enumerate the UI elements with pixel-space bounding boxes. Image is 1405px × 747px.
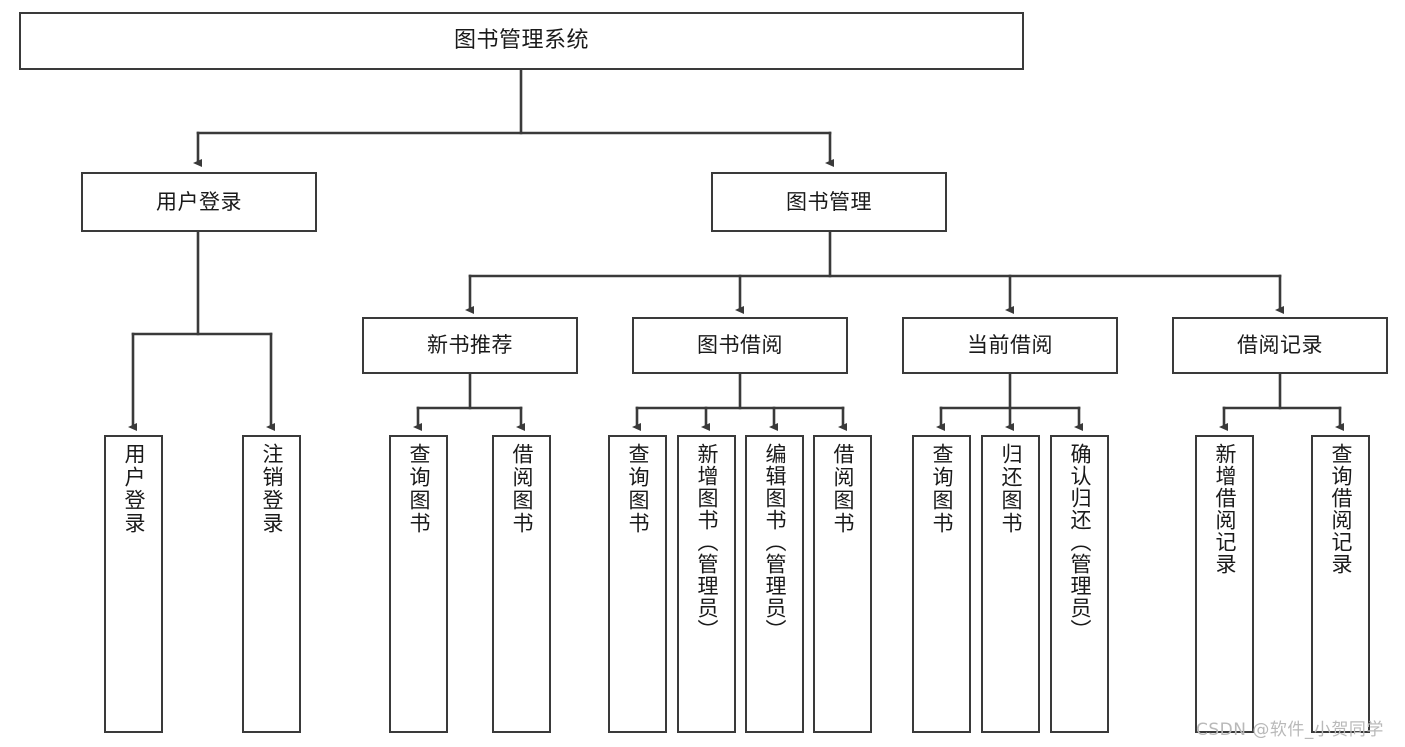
node-current-borrow[interactable]: 当前借阅 (902, 317, 1118, 374)
node-label: 图书管理 (786, 189, 872, 214)
leaf-book-borrow-borrow[interactable]: 借阅图书 (813, 435, 872, 733)
leaf-borrow-record-query[interactable]: 查询借阅记录 (1311, 435, 1370, 733)
node-user-login[interactable]: 用户登录 (81, 172, 317, 232)
leaf-borrow-record-add[interactable]: 新增借阅记录 (1195, 435, 1254, 733)
node-root-system[interactable]: 图书管理系统 (19, 12, 1024, 70)
node-label: 借阅图书 (831, 443, 855, 535)
node-label: 用户登录 (122, 443, 146, 535)
node-label: 查询图书 (626, 443, 650, 535)
node-book-borrow[interactable]: 图书借阅 (632, 317, 848, 374)
csdn-watermark: CSDN @软件_小贺同学 (1196, 720, 1384, 740)
leaf-current-borrow-return[interactable]: 归还图书 (981, 435, 1040, 733)
node-label: 新书推荐 (427, 333, 513, 358)
node-label: 图书管理系统 (453, 28, 589, 54)
node-new-book-recommend[interactable]: 新书推荐 (362, 317, 578, 374)
node-label: 查询图书 (930, 443, 954, 535)
node-label: 借阅记录 (1237, 333, 1323, 358)
leaf-current-borrow-query[interactable]: 查询图书 (912, 435, 971, 733)
node-label: 注销登录 (260, 443, 284, 535)
node-label: 图书借阅 (697, 333, 783, 358)
node-label: 确认归还（管理员） (1068, 443, 1092, 641)
node-label: 当前借阅 (967, 333, 1053, 358)
node-label: 编辑图书（管理员） (763, 443, 787, 641)
leaf-user-login-logout[interactable]: 注销登录 (242, 435, 301, 733)
node-label: 新增借阅记录 (1213, 443, 1237, 575)
leaf-user-login-login[interactable]: 用户登录 (104, 435, 163, 733)
node-label: 查询图书 (407, 443, 431, 535)
node-label: 查询借阅记录 (1329, 443, 1353, 575)
node-label: 归还图书 (999, 443, 1023, 535)
leaf-book-borrow-query[interactable]: 查询图书 (608, 435, 667, 733)
node-label: 新增图书（管理员） (695, 443, 719, 641)
leaf-current-borrow-confirm[interactable]: 确认归还（管理员） (1050, 435, 1109, 733)
node-borrow-record[interactable]: 借阅记录 (1172, 317, 1388, 374)
leaf-new-book-borrow[interactable]: 借阅图书 (492, 435, 551, 733)
leaf-book-borrow-edit[interactable]: 编辑图书（管理员） (745, 435, 804, 733)
node-label: 借阅图书 (510, 443, 534, 535)
leaf-new-book-query[interactable]: 查询图书 (389, 435, 448, 733)
leaf-book-borrow-add[interactable]: 新增图书（管理员） (677, 435, 736, 733)
node-book-management[interactable]: 图书管理 (711, 172, 947, 232)
node-label: 用户登录 (156, 189, 242, 214)
